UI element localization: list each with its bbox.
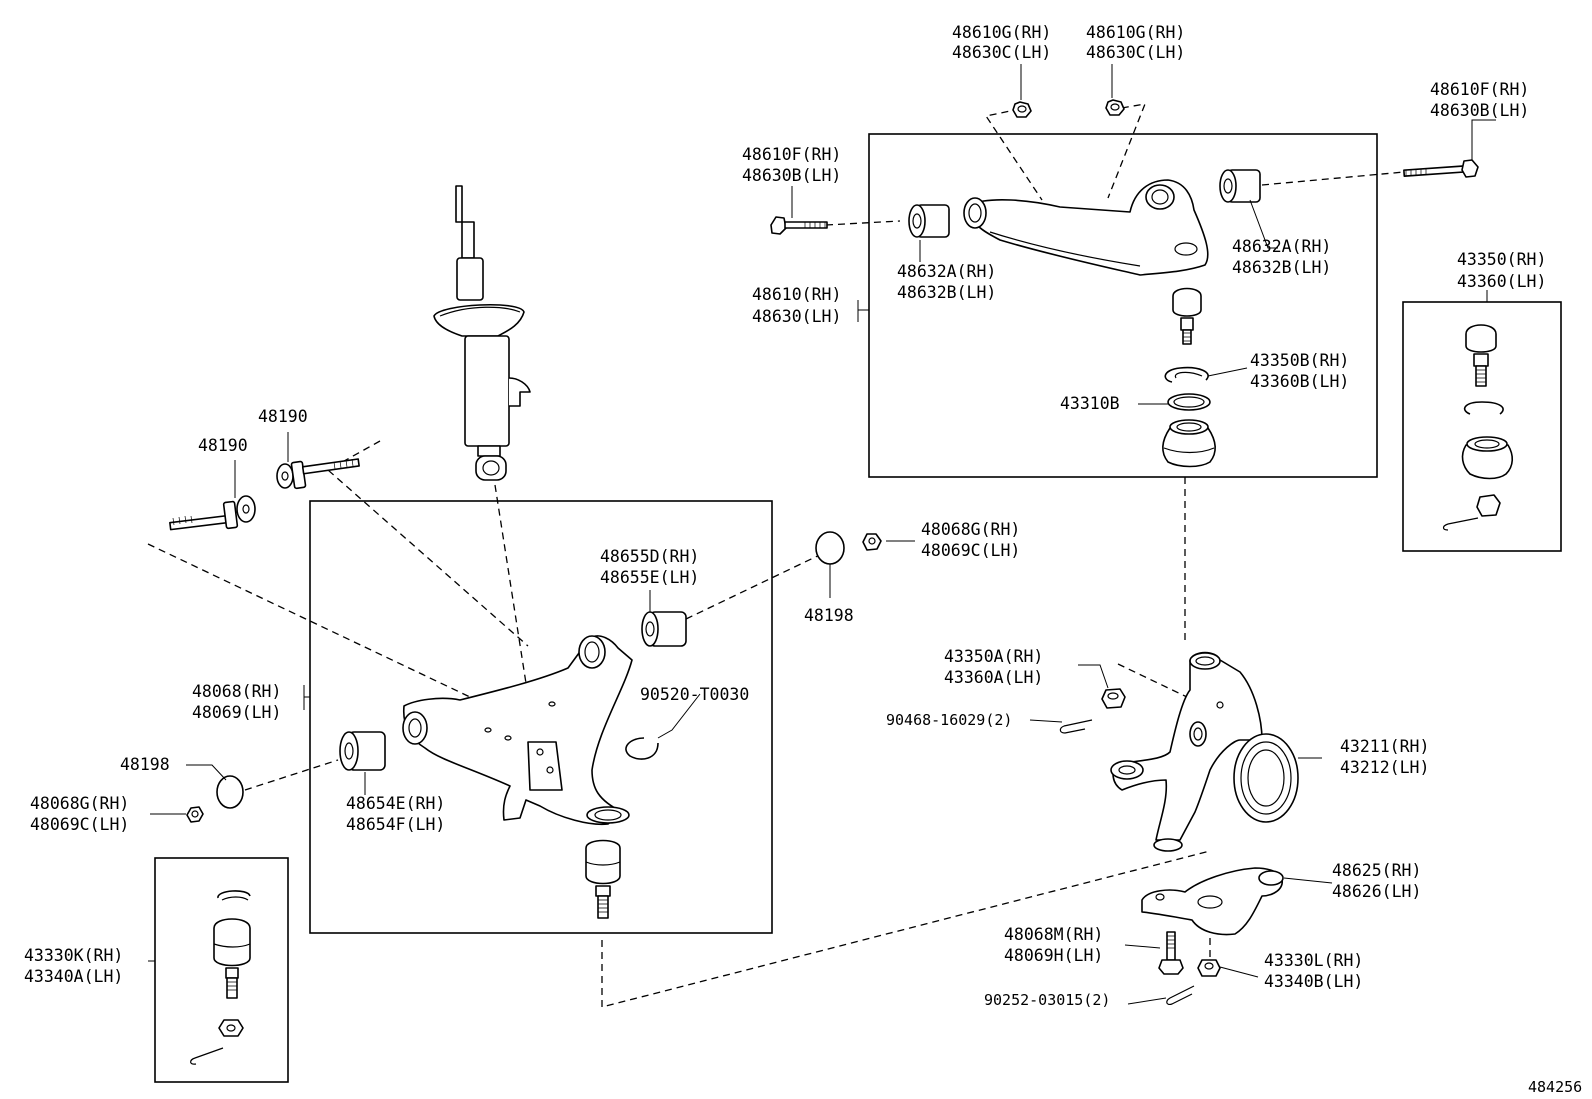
upper-ball-joint-box — [1402, 301, 1562, 552]
label-lower-arm-lh: 48069(LH) — [192, 703, 281, 722]
label-bj-ring: 43310B — [1060, 394, 1120, 413]
upper-arm-bolt-left-icon — [770, 216, 828, 235]
label-knuckle-lh: 43212(LH) — [1340, 758, 1429, 777]
label-nut-upper-a-rh: 48610G(RH) — [952, 23, 1051, 42]
label-cotter-pin-lower: 90252-03015(2) — [984, 991, 1110, 1009]
label-castle-nut-lower-lh: 43340B(LH) — [1264, 972, 1363, 991]
label-knuckle-arm-bolt-rh: 48068M(RH) — [1004, 925, 1103, 944]
knuckle-arm-bolt-icon — [1158, 931, 1184, 975]
label-bolt-upper-left-lh: 48630B(LH) — [742, 166, 841, 185]
label-lower-bush-rear-lh: 48655E(LH) — [600, 568, 699, 587]
shock-absorber-icon — [433, 185, 531, 481]
label-nut-upper-b-rh: 48610G(RH) — [1086, 23, 1185, 42]
label-knuckle-arm-rh: 48625(RH) — [1332, 861, 1421, 880]
label-bj-clip-rh: 43350B(RH) — [1250, 351, 1349, 370]
label-bush-upper-rear-lh: 48632B(LH) — [1232, 258, 1331, 277]
label-castle-nut-upper-rh: 43350A(RH) — [944, 647, 1043, 666]
upper-bushing-front-icon — [908, 204, 950, 238]
label-castle-nut-lower-rh: 43330L(RH) — [1264, 951, 1363, 970]
upper-ball-joint-icon — [1172, 287, 1202, 345]
label-upper-arm-lh: 48630(LH) — [752, 307, 841, 326]
assembly-lines — [147, 103, 1405, 1008]
label-bolt-upper-right-rh: 48610F(RH) — [1430, 80, 1529, 99]
upper-ball-joint-ring-icon — [1167, 393, 1211, 411]
label-lower-arm-rh: 48068(RH) — [192, 682, 281, 701]
label-knuckle-arm-lh: 48626(LH) — [1332, 882, 1421, 901]
steering-knuckle-icon — [1110, 651, 1299, 852]
label-bolt-upper-left-rh: 48610F(RH) — [742, 145, 841, 164]
label-nut-cam-left-lh: 48069C(LH) — [30, 815, 129, 834]
cam-plate-left-icon — [216, 775, 244, 809]
figure-number: 484256 — [1528, 1078, 1582, 1096]
label-cam-plate-left: 48198 — [120, 755, 170, 774]
label-snap-ring: 90520-T0030 — [640, 685, 749, 704]
snap-ring-icon — [625, 737, 659, 760]
upper-bushing-rear-icon — [1219, 169, 1261, 203]
upper-arm-nut-a-icon — [1012, 101, 1032, 118]
label-bj-assy-lower-rh-text: 43330K(RH) — [24, 946, 123, 965]
lower-arm-icon — [402, 635, 633, 826]
lower-arm-group-box — [309, 500, 773, 934]
cam-bolt-a-icon — [169, 495, 256, 531]
lower-arm-bushing-front-icon — [339, 731, 386, 771]
label-castle-nut-upper-lh: 43360A(LH) — [944, 668, 1043, 687]
label-bush-upper-front-lh: 48632B(LH) — [897, 283, 996, 302]
cotter-pin-lower-icon — [1166, 985, 1195, 1006]
lower-arm-bushing-rear-icon — [641, 611, 687, 647]
label-bj-assy-upper-rh: 43350(RH) — [1457, 250, 1546, 269]
cam-plate-right-icon — [815, 531, 845, 565]
upper-arm-group-box — [868, 133, 1378, 478]
castle-nut-upper-icon — [1101, 688, 1126, 709]
upper-arm-icon — [963, 179, 1209, 276]
cotter-pin-upper-icon — [1059, 719, 1093, 734]
cam-nut-right-icon — [862, 533, 882, 551]
label-bush-upper-front-rh: 48632A(RH) — [897, 262, 996, 281]
ball-joint-assy-upper-icon — [1442, 324, 1514, 531]
cam-nut-left-icon — [186, 806, 204, 823]
label-nut-cam-left-rh: 48068G(RH) — [30, 794, 129, 813]
label-upper-arm-rh: 48610(RH) — [752, 285, 841, 304]
knuckle-arm-icon — [1141, 867, 1284, 936]
label-cotter-pin-upper: 90468-16029(2) — [886, 711, 1012, 729]
label-bj-assy-upper-lh: 43360(LH) — [1457, 272, 1546, 291]
lower-ball-joint-icon — [585, 839, 621, 919]
label-lower-bush-rear-rh: 48655D(RH) — [600, 547, 699, 566]
label-cam-bolt-a: 48190 — [198, 436, 248, 455]
label-nut-cam-right-lh: 48069C(LH) — [921, 541, 1020, 560]
leader-lines — [148, 64, 1496, 1005]
lower-ball-joint-box — [154, 857, 289, 1083]
upper-arm-bolt-right-icon — [1403, 159, 1479, 178]
label-cam-bolt-b: 48190 — [258, 407, 308, 426]
ball-joint-assy-lower-icon — [190, 890, 251, 1065]
label-bush-upper-rear-rh: 48632A(RH) — [1232, 237, 1331, 256]
label-cam-plate-right: 48198 — [804, 606, 854, 625]
label-nut-cam-right-rh: 48068G(RH) — [921, 520, 1020, 539]
label-lower-bush-front-rh: 48654E(RH) — [346, 794, 445, 813]
part-labels: 48610G(RH) 48630C(LH) 48610G(RH) 48630C(… — [24, 23, 1582, 1096]
label-bj-clip-lh: 43360B(LH) — [1250, 372, 1349, 391]
label-nut-upper-b-lh: 48630C(LH) — [1086, 43, 1185, 62]
label-lower-bush-front-lh: 48654F(LH) — [346, 815, 445, 834]
upper-ball-joint-clip-icon — [1164, 366, 1209, 383]
label-knuckle-arm-bolt-lh: 48069H(LH) — [1004, 946, 1103, 965]
label-knuckle-rh: 43211(RH) — [1340, 737, 1429, 756]
label-bj-assy-lower-lh: 43340A(LH) — [24, 967, 123, 986]
cam-bolt-b-icon — [276, 458, 360, 490]
upper-ball-joint-boot-icon — [1162, 419, 1216, 468]
label-nut-upper-a-lh: 48630C(LH) — [952, 43, 1051, 62]
castle-nut-lower-icon — [1197, 959, 1221, 977]
upper-arm-nut-b-icon — [1105, 99, 1125, 116]
label-bolt-upper-right-lh: 48630B(LH) — [1430, 101, 1529, 120]
